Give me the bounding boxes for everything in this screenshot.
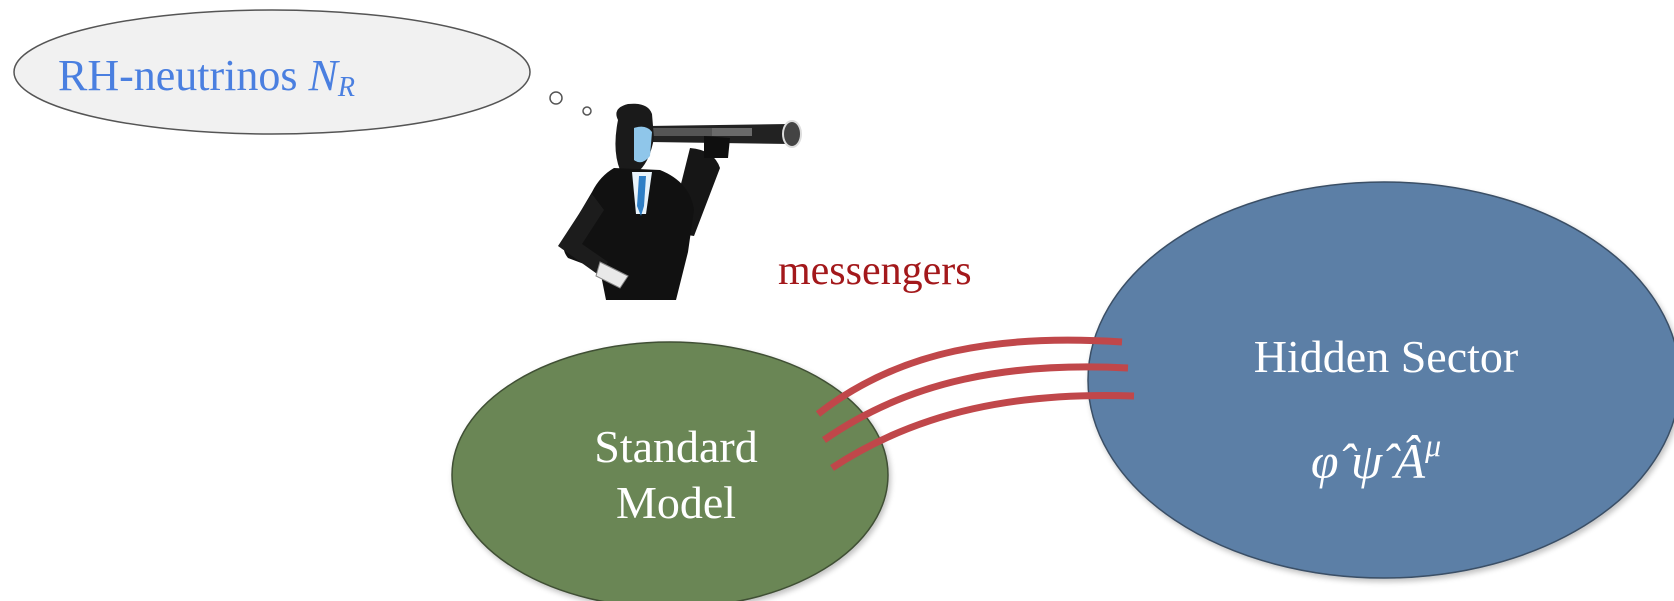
messenger-line bbox=[830, 392, 1135, 471]
businessman-telescope-icon bbox=[558, 103, 802, 300]
hidden-sector-fields: φ̂ ψ̂ Âμ bbox=[1311, 427, 1441, 489]
messenger-line bbox=[815, 336, 1123, 417]
thought-bubble-text: RH-neutrinos NR bbox=[58, 51, 355, 103]
telescope-icon bbox=[648, 120, 802, 148]
standard-model-shape bbox=[451, 341, 889, 601]
standard-model-label-line1: Standard bbox=[594, 421, 758, 472]
messenger-line bbox=[821, 363, 1129, 443]
standard-model: Standard Model bbox=[451, 341, 889, 601]
messengers-label: messengers bbox=[778, 248, 972, 294]
thought-bubble-shape bbox=[13, 9, 531, 135]
hidden-sector: Hidden Sector φ̂ ψ̂ Âμ bbox=[1087, 181, 1674, 579]
thought-bubble: RH-neutrinos NR bbox=[13, 9, 592, 135]
thought-dot-large bbox=[549, 91, 563, 105]
hidden-sector-shape bbox=[1087, 181, 1674, 579]
thought-dot-small bbox=[582, 106, 592, 116]
messenger-lines bbox=[815, 336, 1135, 471]
hidden-sector-title: Hidden Sector bbox=[1254, 331, 1518, 382]
standard-model-label-line2: Model bbox=[616, 477, 736, 528]
